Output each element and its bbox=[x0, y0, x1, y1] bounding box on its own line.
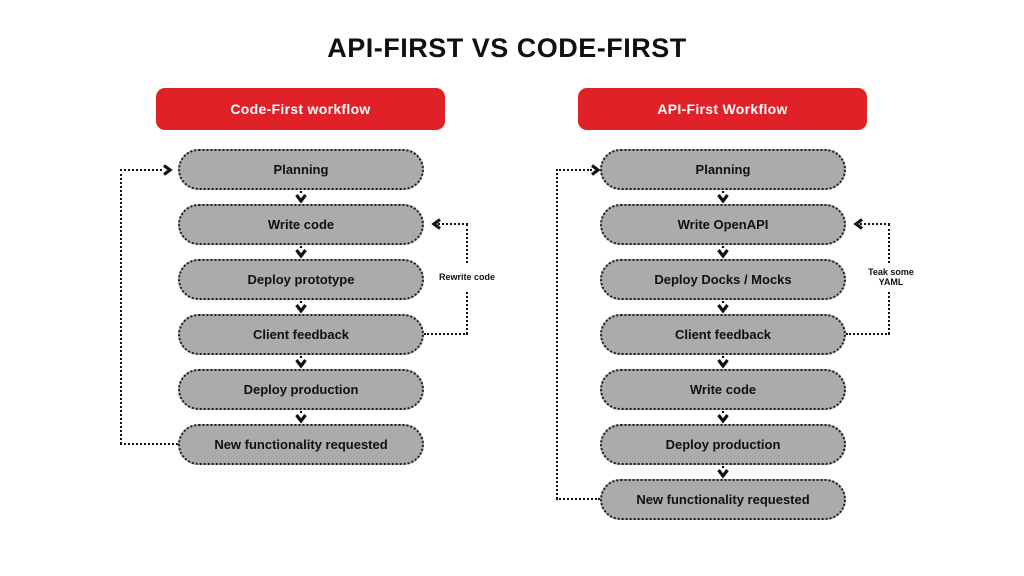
step-box: New functionality requested bbox=[178, 424, 424, 465]
loop-line bbox=[556, 498, 600, 500]
step-box: Write code bbox=[178, 204, 424, 245]
arrow-down-icon bbox=[295, 191, 307, 204]
loop-line bbox=[846, 333, 890, 335]
arrow-down-icon bbox=[717, 246, 729, 259]
loop-line bbox=[888, 292, 890, 334]
step-box: Write code bbox=[600, 369, 846, 410]
step-box: Write OpenAPI bbox=[600, 204, 846, 245]
arrow-down-icon bbox=[295, 411, 307, 424]
loop-line bbox=[120, 443, 178, 445]
loop-line bbox=[888, 224, 890, 263]
arrow-left-icon bbox=[431, 218, 441, 230]
arrow-down-icon bbox=[717, 301, 729, 314]
step-box: New functionality requested bbox=[600, 479, 846, 520]
step-box: Deploy Docks / Mocks bbox=[600, 259, 846, 300]
arrow-down-icon bbox=[717, 466, 729, 479]
loop-line bbox=[466, 224, 468, 263]
loop-line bbox=[466, 292, 468, 334]
step-box: Client feedback bbox=[600, 314, 846, 355]
loop-label: Teak some YAML bbox=[868, 267, 914, 287]
arrow-down-icon bbox=[717, 191, 729, 204]
api-first-header: API-First Workflow bbox=[578, 88, 867, 130]
loop-line bbox=[120, 169, 162, 171]
arrow-down-icon bbox=[717, 411, 729, 424]
page-title: API-FIRST VS CODE-FIRST bbox=[327, 33, 687, 63]
loop-line bbox=[438, 223, 468, 225]
arrow-down-icon bbox=[295, 246, 307, 259]
arrow-down-icon bbox=[717, 356, 729, 369]
arrow-down-icon bbox=[295, 356, 307, 369]
code-first-header: Code-First workflow bbox=[156, 88, 445, 130]
step-box: Planning bbox=[178, 149, 424, 190]
step-box: Deploy production bbox=[178, 369, 424, 410]
step-box: Client feedback bbox=[178, 314, 424, 355]
loop-line bbox=[556, 169, 558, 499]
arrow-right-icon bbox=[163, 164, 173, 176]
loop-line bbox=[860, 223, 890, 225]
loop-line bbox=[424, 333, 468, 335]
arrow-right-icon bbox=[591, 164, 601, 176]
loop-line bbox=[556, 169, 592, 171]
arrow-down-icon bbox=[295, 301, 307, 314]
loop-label: Rewrite code bbox=[438, 272, 496, 282]
step-box: Planning bbox=[600, 149, 846, 190]
arrow-left-icon bbox=[853, 218, 863, 230]
step-box: Deploy prototype bbox=[178, 259, 424, 300]
loop-line bbox=[120, 169, 122, 444]
step-box: Deploy production bbox=[600, 424, 846, 465]
